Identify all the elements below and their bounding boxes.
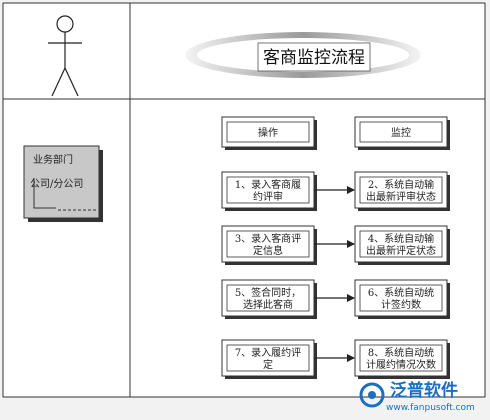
monitor-step-3-line-1: 6、系统自动统 (368, 286, 434, 299)
diagram-title: 客商监控流程 (263, 48, 365, 68)
monitor-step-1-line-1: 2、系统自动输 (368, 178, 434, 191)
operation-step-4-line-1: 7、录入履约评 (235, 346, 301, 359)
header-monitor-label: 监控 (391, 126, 411, 139)
watermark-brand: 泛普软件 (390, 380, 458, 401)
title-badge: 客商监控流程 (185, 32, 421, 78)
operation-step-3-line-1: 5、签合同时， (235, 286, 301, 299)
monitor-step-2-line-2: 出最新评定状态 (366, 244, 436, 257)
monitor-step-4-line-1: 8、系统自动统 (368, 346, 434, 359)
header-operation-label: 操作 (258, 126, 278, 139)
monitor-step-1-line-2: 出最新评审状态 (366, 190, 436, 203)
actor-icon (48, 15, 82, 97)
operation-step-4-line-2: 定 (263, 358, 273, 371)
department-lane-box: 业务部门 公司/分公司 (23, 145, 103, 222)
lane-label-company: 公司/分公司 (30, 178, 83, 190)
watermark-url: www.fanpusoft.com (386, 403, 475, 413)
monitor-step-4-line-2: 计履约情况次数 (366, 358, 436, 371)
operation-step-1-line-2: 约评审 (253, 190, 283, 203)
monitor-step-3-line-2: 计签约数 (381, 298, 421, 311)
operation-step-3-line-2: 选择此客商 (243, 298, 293, 311)
column-header-monitor: 监控 (354, 116, 450, 150)
column-header-operation: 操作 (221, 116, 317, 150)
operation-step-2-line-2: 定信息 (253, 244, 283, 257)
operation-step-1-line-1: 1、录入客商履 (235, 178, 301, 191)
operation-step-2-line-1: 3、录入客商评 (235, 232, 301, 245)
operation-step-3: 5、签合同时，选择此客商 (221, 279, 317, 319)
brand-watermark: 泛普软件 www.fanpusoft.com (359, 380, 475, 413)
lane-label-dept: 业务部门 (33, 153, 73, 166)
title-box (257, 42, 371, 72)
monitor-step-2-line-1: 4、系统自动输 (368, 232, 434, 245)
